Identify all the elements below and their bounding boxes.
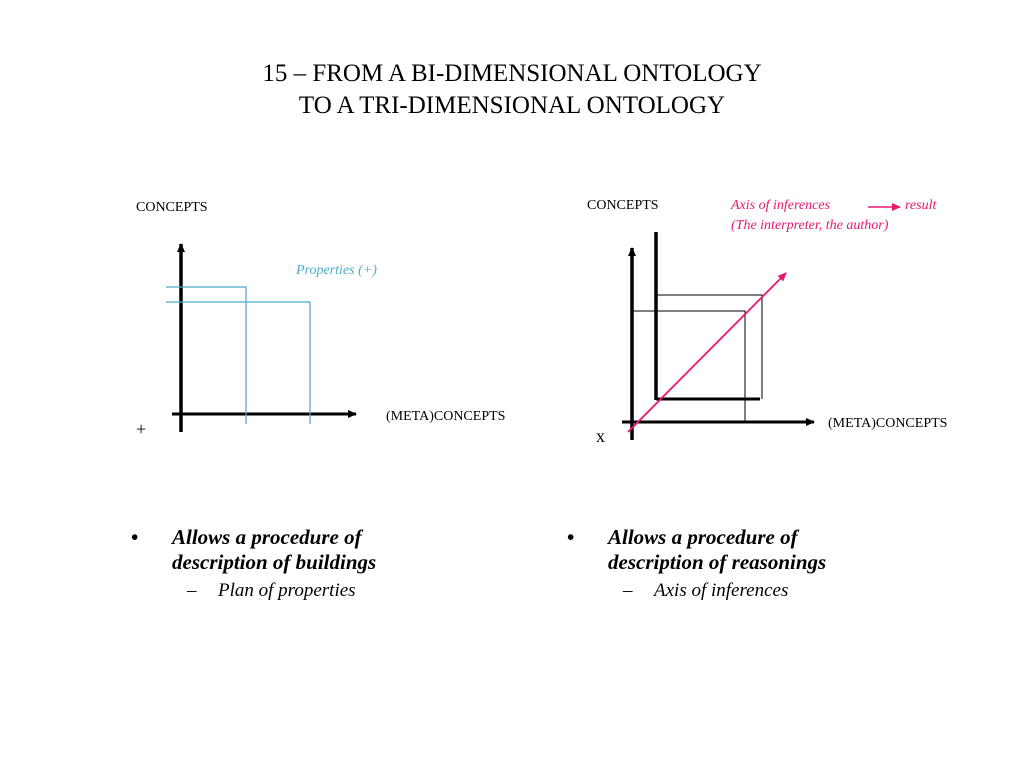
left-x-axis-label: (META)CONCEPTS: [386, 409, 506, 424]
right-bullet-line-1: Allows a procedure of: [608, 525, 798, 549]
left-bullet-line-2: description of buildings: [172, 550, 377, 574]
left-sub-item: – Plan of properties: [187, 579, 487, 603]
right-sub-item: – Axis of inferences: [623, 579, 923, 603]
result-label: result: [905, 198, 937, 213]
left-sub-text: Plan of properties: [218, 580, 356, 601]
right-bullet-line-2: description of reasonings: [608, 550, 827, 574]
slide-title: 15 – FROM A BI-DIMENSIONAL ONTOLOGY TO A…: [0, 58, 1024, 122]
right-origin-x-mark: x: [596, 426, 605, 446]
left-y-axis-label: CONCEPTS: [136, 200, 208, 215]
left-bullet-item: • Allows a procedure of description of b…: [131, 525, 511, 575]
slide-title-line-2: TO A TRI-DIMENSIONAL ONTOLOGY: [298, 92, 726, 119]
left-sub-dash: –: [187, 580, 197, 601]
right-sub-text: Axis of inferences: [654, 580, 789, 601]
axis-of-inferences-label: Axis of inferences: [731, 198, 831, 213]
right-x-axis-label: (META)CONCEPTS: [828, 416, 948, 431]
left-diagram: [166, 243, 357, 432]
left-origin-plus-mark: +: [136, 419, 147, 439]
slide-title-line-1: 15 – FROM A BI-DIMENSIONAL ONTOLOGY: [262, 60, 762, 87]
left-bullet-line-1: Allows a procedure of: [172, 525, 362, 549]
right-y-axis-label: CONCEPTS: [587, 198, 659, 213]
interpreter-author-label: (The interpreter, the author): [731, 218, 889, 233]
right-bullet-item: • Allows a procedure of description of r…: [567, 525, 967, 575]
right-sub-dash: –: [623, 580, 633, 601]
right-diagram: [622, 203, 901, 440]
left-bullet-mark: •: [131, 525, 139, 549]
right-bullet-mark: •: [567, 525, 575, 549]
axis-of-inferences-line: [627, 272, 787, 433]
right-grid-lines: [632, 294, 763, 422]
properties-label: Properties (+): [296, 263, 377, 278]
properties-plan-lines: [166, 286, 311, 424]
